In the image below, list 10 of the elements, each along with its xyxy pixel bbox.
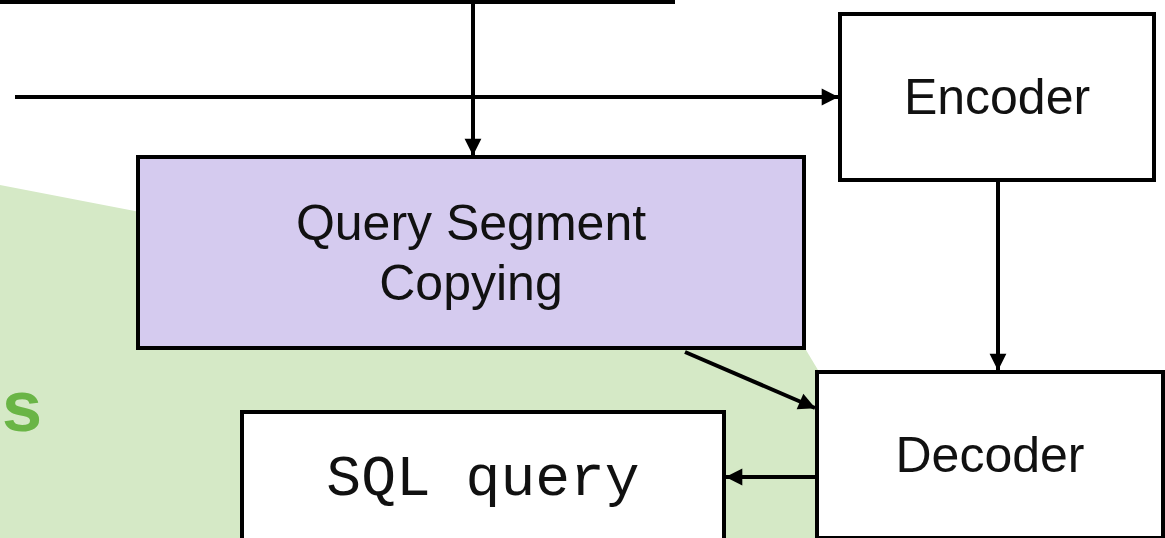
output-box: SQL query bbox=[240, 410, 726, 538]
arrow bbox=[725, 468, 815, 486]
process-box: Query Segment Copying bbox=[136, 155, 806, 350]
arrow bbox=[15, 88, 839, 106]
encoder-box: Encoder bbox=[838, 12, 1156, 182]
partial-text: s bbox=[2, 370, 43, 442]
decoder-box: Decoder bbox=[815, 370, 1165, 538]
arrow bbox=[684, 350, 816, 410]
arrow bbox=[989, 182, 1007, 371]
arrow bbox=[0, 0, 677, 157]
